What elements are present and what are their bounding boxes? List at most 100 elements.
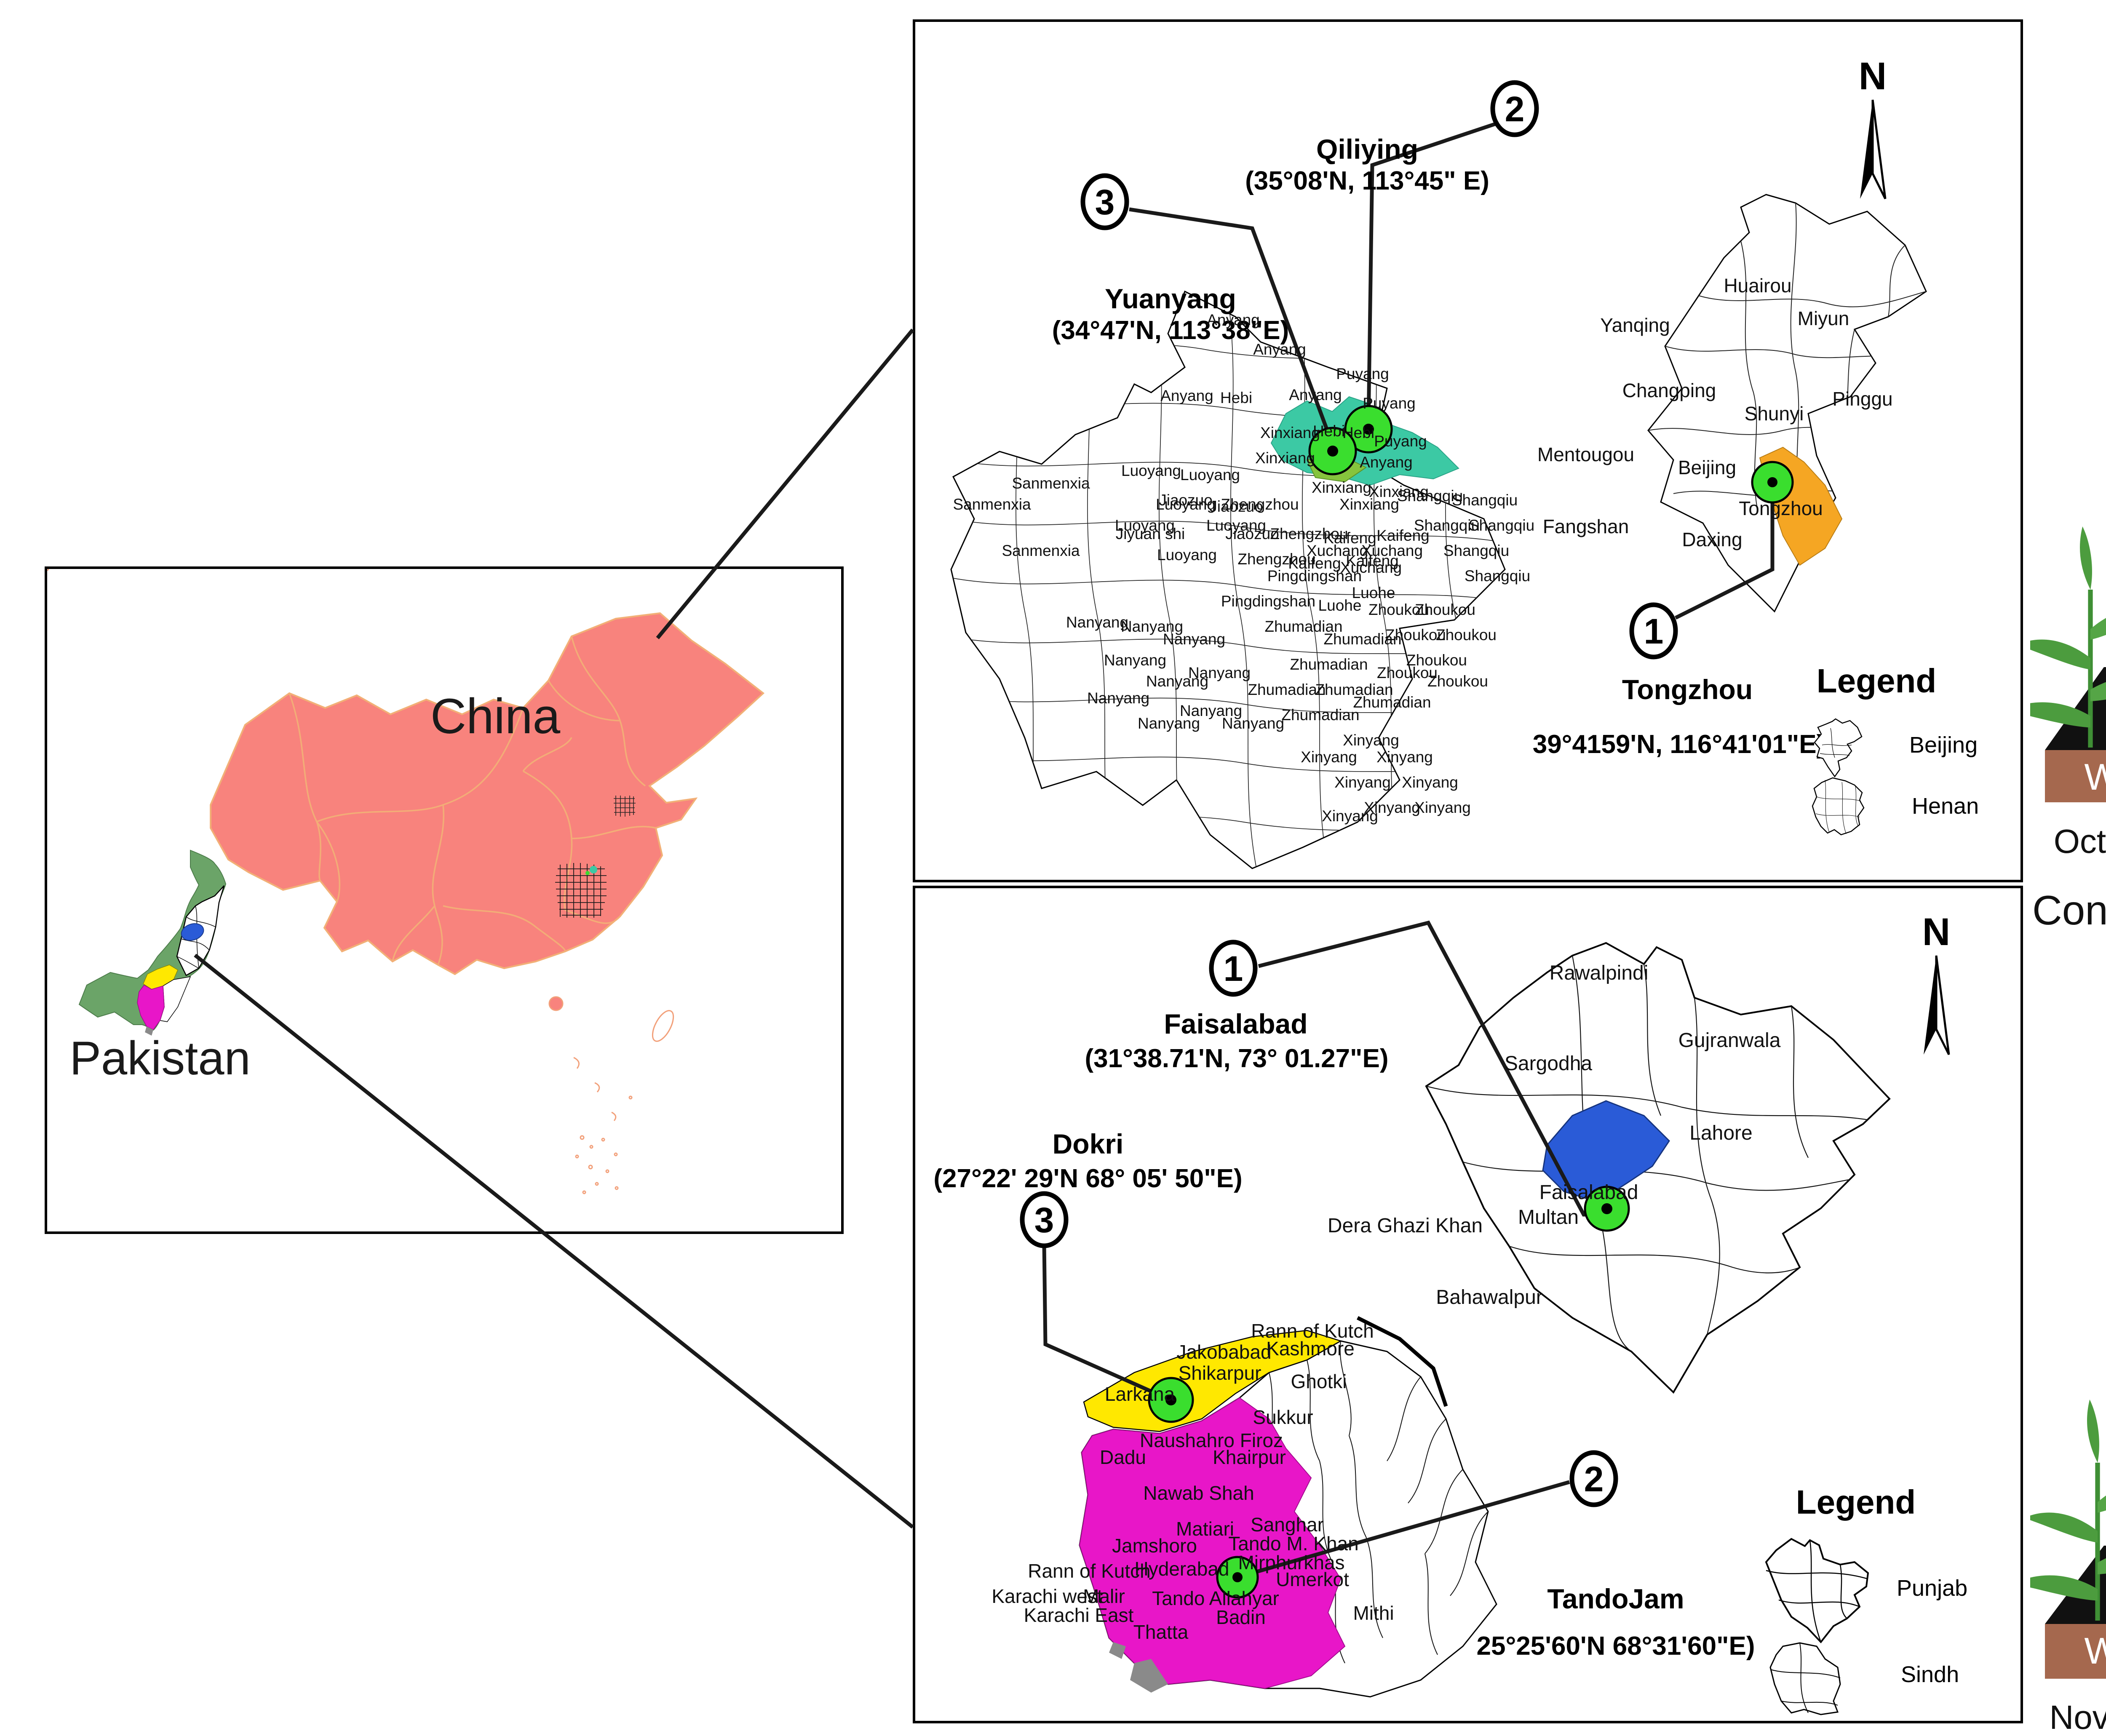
map-label: Nanyang	[1188, 664, 1251, 681]
legend-title-bottom: Legend	[1796, 1483, 1916, 1521]
map-label: Luohe	[1318, 597, 1362, 614]
map-label: Shangqiu	[1397, 487, 1463, 505]
map-label: Jiyuan shi	[1116, 525, 1185, 542]
map-label: Puyang	[1374, 433, 1427, 450]
map-label: Mirphurkhas	[1238, 1552, 1344, 1573]
tongzhou-name: Tongzhou	[1622, 674, 1753, 705]
map-label: Shangqiu	[1414, 517, 1480, 534]
map-label: Luoyang	[1206, 517, 1266, 534]
henan-cluster	[555, 863, 607, 918]
china-province-borders	[289, 636, 656, 965]
qiliying-name: Qiliying	[1316, 134, 1418, 165]
map-label: Shangqiu	[1443, 542, 1509, 559]
map-label: Yanqing	[1600, 314, 1670, 336]
map-label: Nanyang	[1146, 673, 1208, 690]
beijing-cluster	[614, 796, 636, 817]
pakistan-sites-map: 1 3 2 Faisalabad (31°38.71'N, 73° 01.27"…	[933, 911, 1967, 1715]
map-label: Xinyang	[1334, 774, 1391, 791]
map-label: Ghotki	[1291, 1370, 1347, 1392]
karachi-gray-region	[1109, 1642, 1168, 1693]
sindh-yellow-region	[1083, 1330, 1342, 1432]
tandojam-coords: 25°25'60'N 68°31'60"E)	[1477, 1632, 1755, 1661]
map-label: Xinxiang	[1260, 424, 1320, 441]
yuanyang-coords: (34°47'N, 113°38"E)	[1052, 316, 1289, 345]
map-label: Kaifeng	[1288, 555, 1341, 572]
map-label: Kaifeng	[1346, 552, 1399, 569]
map-label: Pingdingshan	[1267, 567, 1362, 585]
faisalabad-name: Faisalabad	[1164, 1008, 1307, 1039]
map-label: Xinxiang	[1312, 479, 1371, 496]
map-label: Xinxiang	[1255, 449, 1315, 467]
site-labels-pk: Faisalabad (31°38.71'N, 73° 01.27"E) Dok…	[933, 1008, 1755, 1661]
map-label: Luohe	[1352, 584, 1395, 601]
map-label: Shikarpur	[1179, 1362, 1261, 1384]
tandojam-name: TandoJam	[1547, 1583, 1684, 1614]
map-label: Hyderabad	[1134, 1558, 1229, 1580]
map-label: Larkana	[1105, 1383, 1175, 1405]
map-label: Hebi	[1342, 424, 1374, 441]
site-labels: Qiliying (35°08'N, 113°45" E) Yuanyang (…	[1052, 134, 1825, 759]
map-label: Zhoukou	[1436, 626, 1497, 644]
map-label: Nanyang	[1138, 715, 1200, 732]
map-label: Sargodha	[1505, 1052, 1592, 1075]
map-label: Luoyang	[1180, 466, 1240, 483]
tongzhou-coords: 39°4159'N, 116°41'01"E)	[1533, 730, 1825, 759]
site-number-2-pk: 2	[1584, 1459, 1604, 1499]
map-label: Sanmenxia	[1002, 542, 1080, 559]
map-label: Shangqiu	[1469, 517, 1534, 534]
henan-county-borders	[951, 291, 1505, 868]
map-label: Matiari	[1176, 1518, 1234, 1540]
compass-letter: N	[1859, 55, 1887, 98]
map-label: Jakobabad	[1176, 1341, 1271, 1363]
map-label: Zhoukou	[1368, 601, 1429, 618]
sindh-magenta-region	[1079, 1397, 1346, 1689]
month-b-1: November	[2049, 1699, 2106, 1736]
map-label: Puyang	[1363, 395, 1416, 412]
map-label: Anyang	[1160, 387, 1213, 404]
map-label: Xinyang	[1364, 799, 1420, 816]
map-label: Sanmenxia	[953, 496, 1031, 513]
map-label: Shangqiu	[1452, 491, 1518, 509]
legend-henan-label: Henan	[1912, 793, 1979, 819]
map-label: Xinyang	[1343, 732, 1399, 749]
compass-north-top: N	[1859, 55, 1887, 200]
site-markers	[1308, 405, 1794, 504]
map-label: Kashmore	[1266, 1338, 1355, 1359]
map-label: Changping	[1622, 379, 1716, 401]
map-label: Tando M. Khan	[1228, 1533, 1358, 1554]
month-a-1: October	[2054, 823, 2106, 860]
map-label: Zhumadian	[1248, 681, 1326, 698]
border-thick	[1356, 1316, 1448, 1407]
map-label: Jiaozuo	[1159, 491, 1213, 509]
map-label: Nanyang	[1087, 689, 1149, 707]
map-label: Xinxiang	[1339, 496, 1399, 513]
map-label: Shunyi	[1745, 403, 1804, 425]
map-legend-bottom: Legend Punjab Sindh	[1765, 1483, 1967, 1715]
map-label: Zhumadian	[1281, 706, 1359, 724]
map-label: Shangqiu	[1465, 567, 1530, 585]
qiliying-coords: (35°08'N, 113°45" E)	[1245, 166, 1489, 195]
legend-beijing-thumb	[1814, 718, 1863, 778]
site-numbers: 2 3 1	[1080, 80, 1678, 660]
map-label: Miyun	[1798, 307, 1849, 329]
map-label: Karachi East	[1024, 1604, 1134, 1626]
map-label: Huairou	[1724, 275, 1791, 296]
map-label: Multan	[1518, 1206, 1579, 1229]
punjab-province	[1425, 942, 1891, 1394]
beijing-district-labels: HuairouMiyunYanqingChangpingShunyiPinggu…	[1537, 275, 1893, 550]
wheat-plants-b	[2030, 1040, 2106, 1621]
map-label: Puyang	[1336, 365, 1389, 382]
map-label: Xuchang	[1340, 559, 1402, 576]
map-label: Karachi west	[992, 1585, 1103, 1607]
map-label: Sanghar	[1251, 1514, 1324, 1536]
map-legend-top: Legend Beijing Henan	[1812, 662, 1979, 836]
map-label: Sanmenxia	[1012, 475, 1090, 492]
china-sites-map-box: 2 3 1 Qiliying (35°08'N, 113°45" E) Yuan…	[913, 19, 2023, 882]
henan-site-dot	[585, 871, 590, 875]
map-label: Nanyang	[1104, 652, 1166, 669]
legend-henan-thumb	[1812, 777, 1865, 836]
henan-highlight-dot	[590, 866, 597, 873]
site-leader-lines	[1129, 122, 1775, 620]
map-label: Umerkot	[1276, 1568, 1349, 1590]
